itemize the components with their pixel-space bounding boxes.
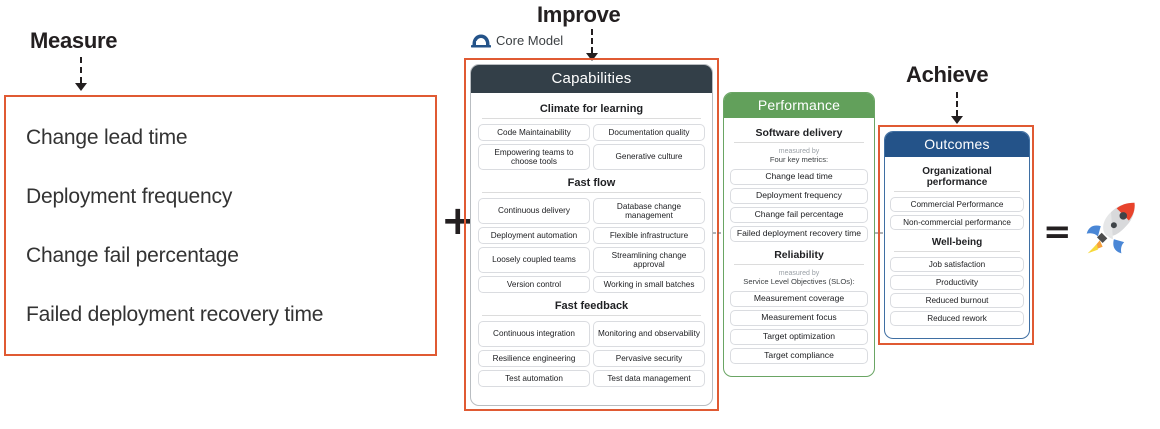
capabilities-highlight-box: [464, 58, 719, 411]
performance-section-title: Reliability: [734, 245, 864, 265]
performance-chip[interactable]: Change fail percentage: [730, 206, 868, 223]
performance-card-title: Performance: [724, 93, 874, 118]
performance-chip[interactable]: Measurement focus: [730, 309, 868, 326]
capability-chip[interactable]: Documentation quality: [593, 124, 705, 141]
capability-chip[interactable]: Test automation: [478, 370, 590, 387]
capability-chip[interactable]: Version control: [478, 276, 590, 293]
svg-text:DORA: DORA: [476, 41, 487, 45]
capability-chip[interactable]: Working in small batches: [593, 276, 705, 293]
capabilities-card: Capabilities Climate for learning Code M…: [470, 64, 713, 406]
dora-logo-icon: DORA: [471, 33, 491, 48]
operator-plus: +: [441, 198, 475, 244]
capability-chip[interactable]: Deployment automation: [478, 227, 590, 244]
capabilities-card-title: Capabilities: [471, 65, 712, 93]
capability-chip[interactable]: Generative culture: [593, 144, 705, 170]
capability-chip[interactable]: Monitoring and observability: [593, 321, 705, 347]
outcome-chip[interactable]: Reduced burnout: [890, 293, 1024, 308]
measured-by-what: Service Level Objectives (SLOs):: [743, 276, 855, 286]
outcomes-card-title: Outcomes: [885, 132, 1029, 157]
stage-label-improve: Improve: [537, 2, 621, 27]
outcomes-section-title: Organizational performance: [894, 162, 1020, 192]
performance-section-title: Software delivery: [734, 123, 864, 143]
capability-chip[interactable]: Continuous integration: [478, 321, 590, 347]
measure-highlight-box: [4, 95, 437, 356]
outcomes-highlight-box: [878, 125, 1034, 345]
measure-metric: Deployment frequency: [26, 184, 233, 208]
performance-chip[interactable]: Change lead time: [730, 168, 868, 185]
measured-by-label: measured by: [778, 269, 820, 277]
outcome-chip[interactable]: Job satisfaction: [890, 257, 1024, 272]
stage-label-measure: Measure: [30, 28, 118, 53]
performance-measured-by: measured by Service Level Objectives (SL…: [730, 270, 868, 287]
capability-chip[interactable]: Flexible infrastructure: [593, 227, 705, 244]
capability-chip[interactable]: Continuous delivery: [478, 198, 590, 224]
core-model-tag: DORA Core Model: [471, 33, 563, 48]
capabilities-section-title: Fast flow: [482, 173, 701, 193]
measure-metric: Failed deployment recovery time: [26, 302, 324, 326]
capabilities-section-title: Fast feedback: [482, 296, 701, 316]
operator-equals: =: [1043, 212, 1072, 252]
measure-metrics-list: Change lead time Deployment frequency Ch…: [26, 108, 426, 344]
capabilities-chip-grid: Code Maintainability Documentation quali…: [478, 124, 705, 170]
core-model-tag-label: Core Model: [496, 33, 564, 48]
performance-measured-by: measured by Four key metrics:: [730, 148, 868, 165]
arrow-achieve-to-outcomes: [951, 92, 963, 126]
capability-chip[interactable]: Database change management: [593, 198, 705, 224]
arrow-improve-to-capabilities: [586, 29, 598, 63]
connector-performance-outcomes: [875, 232, 886, 234]
capability-chip[interactable]: Code Maintainability: [478, 124, 590, 141]
outcome-chip[interactable]: Commercial Performance: [890, 197, 1024, 212]
stage-label-achieve: Achieve: [906, 62, 989, 87]
capability-chip[interactable]: Test data management: [593, 370, 705, 387]
rocket-emoji-icon: [1086, 202, 1135, 254]
measured-by-label: measured by: [778, 148, 820, 155]
performance-chip[interactable]: Measurement coverage: [730, 290, 868, 307]
connector-capabilities-performance: [713, 232, 724, 234]
outcome-chip[interactable]: Productivity: [890, 275, 1024, 290]
capability-chip[interactable]: Empowering teams to choose tools: [478, 144, 590, 170]
measured-by-what: Four key metrics:: [769, 155, 829, 165]
outcomes-section-title: Well-being: [894, 233, 1020, 252]
measure-metric: Change fail percentage: [26, 243, 239, 267]
capability-chip[interactable]: Resilience engineering: [478, 350, 590, 367]
outcomes-card: Outcomes Organizational performance Comm…: [884, 131, 1030, 339]
performance-card: Performance Software delivery measured b…: [723, 92, 875, 377]
performance-chip[interactable]: Failed deployment recovery time: [730, 225, 868, 242]
capabilities-section-title: Climate for learning: [482, 99, 701, 119]
performance-chip[interactable]: Target optimization: [730, 328, 868, 345]
capabilities-chip-grid: Continuous integration Monitoring and ob…: [478, 321, 705, 387]
measure-metric: Change lead time: [26, 125, 188, 149]
performance-chip[interactable]: Deployment frequency: [730, 187, 868, 204]
outcome-chip[interactable]: Non-commercial performance: [890, 215, 1024, 230]
arrow-measure-to-panel: [75, 57, 87, 93]
capability-chip[interactable]: Streamlining change approval: [593, 247, 705, 273]
capability-chip[interactable]: Pervasive security: [593, 350, 705, 367]
performance-chip[interactable]: Target compliance: [730, 347, 868, 364]
capability-chip[interactable]: Loosely coupled teams: [478, 247, 590, 273]
outcome-chip[interactable]: Reduced rework: [890, 311, 1024, 326]
capabilities-chip-grid: Continuous delivery Database change mana…: [478, 198, 705, 293]
